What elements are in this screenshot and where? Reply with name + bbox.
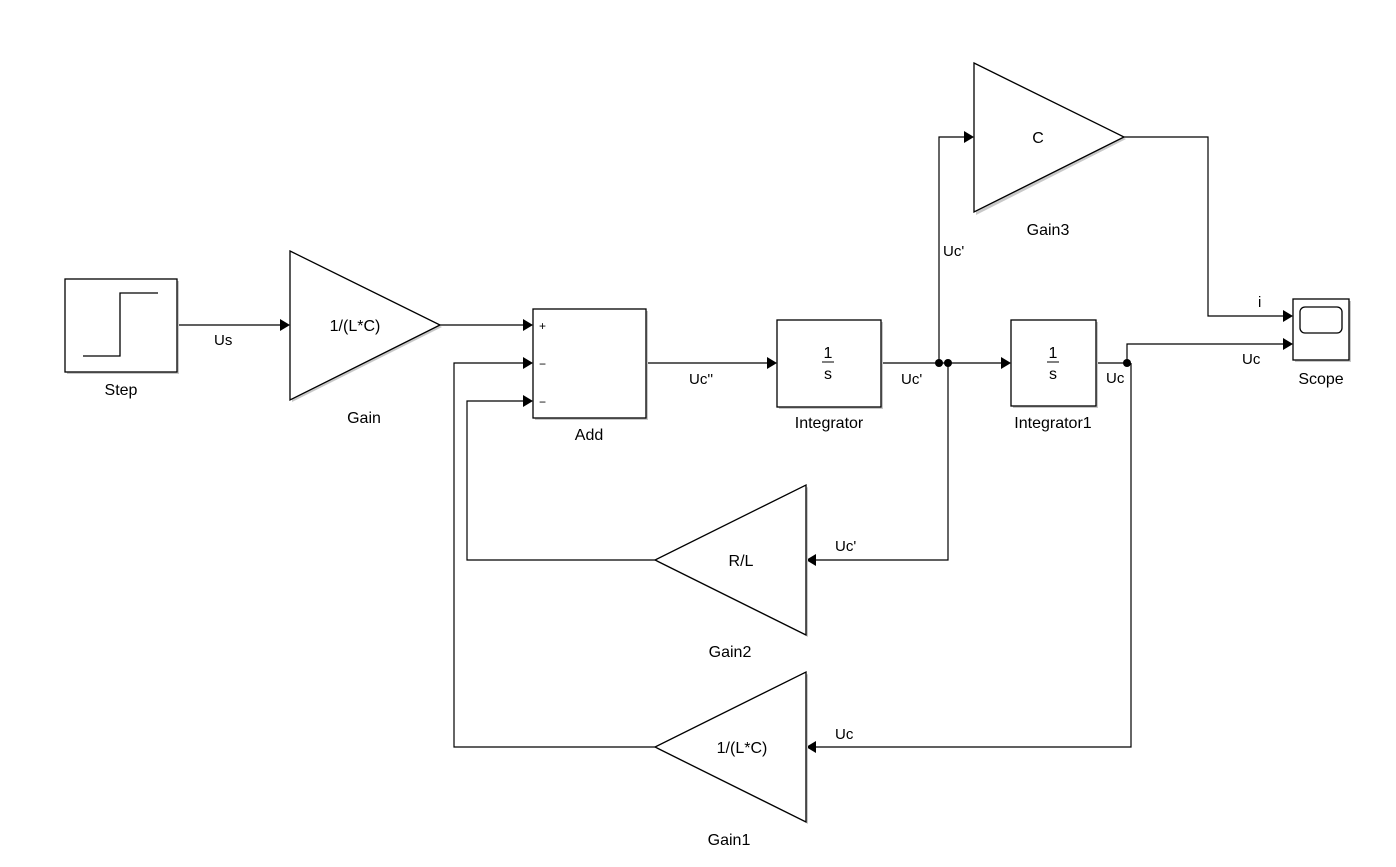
wire-i[interactable]	[1124, 136, 1293, 322]
wire-us[interactable]	[178, 319, 290, 331]
signal-label-ucp-up: Uc'	[943, 243, 964, 260]
branch-point	[935, 359, 943, 367]
integrator1-block[interactable]: 1 s Integrator1	[1010, 319, 1098, 432]
step-function-icon	[83, 292, 158, 357]
block-name-add: Add	[575, 427, 603, 444]
wire-ucp-to-gain2[interactable]	[806, 363, 949, 566]
gain2-block[interactable]: R/L Gain2	[653, 483, 808, 661]
gain1-value: 1/(L*C)	[717, 740, 768, 757]
scope-block[interactable]: Scope	[1292, 298, 1351, 388]
gain1-block[interactable]: 1/(L*C) Gain1	[653, 670, 808, 849]
wire-ucpp[interactable]	[646, 357, 777, 369]
block-name-step: Step	[105, 382, 138, 399]
integrator1-numerator: 1	[1049, 345, 1058, 362]
wire-gain-to-add[interactable]	[440, 319, 533, 331]
signal-label-uc-fb: Uc	[835, 726, 854, 743]
scope-screen-icon	[1299, 306, 1343, 334]
signal-label-i: i	[1258, 294, 1261, 311]
block-name-scope: Scope	[1298, 371, 1343, 388]
integrator-block[interactable]: 1 s Integrator	[776, 319, 883, 432]
gain-block[interactable]: 1/(L*C) Gain	[289, 249, 442, 427]
add-port-sign: −	[539, 357, 546, 371]
block-name-gain: Gain	[347, 410, 381, 427]
signal-label-us: Us	[214, 332, 232, 349]
gain-value: 1/(L*C)	[330, 318, 381, 335]
branch-point	[1123, 359, 1131, 367]
wire-gain1-to-add[interactable]	[453, 357, 655, 748]
signal-label-uc-scope: Uc	[1242, 351, 1261, 368]
gain3-block[interactable]: C Gain3	[973, 61, 1126, 239]
signal-label-uc-main: Uc	[1106, 370, 1125, 387]
add-port-sign: −	[539, 395, 546, 409]
gain3-value: C	[1032, 130, 1044, 147]
branch-point	[944, 359, 952, 367]
block-name-gain2: Gain2	[709, 644, 752, 661]
integrator-denominator: s	[824, 366, 832, 383]
signal-labels: Us Uc'' Uc' Uc' Uc' Uc Uc Uc i	[214, 243, 1261, 743]
wire-ucp-to-gain3[interactable]	[938, 131, 974, 363]
wire-uc-to-scope[interactable]	[1096, 338, 1293, 364]
signal-label-ucp-main: Uc'	[901, 371, 922, 388]
wires	[178, 131, 1293, 753]
block-name-integrator: Integrator	[795, 415, 864, 432]
integrator-numerator: 1	[824, 345, 833, 362]
signal-label-ucp-fb: Uc'	[835, 538, 856, 555]
integrator1-denominator: s	[1049, 366, 1057, 383]
block-name-gain3: Gain3	[1027, 222, 1070, 239]
block-name-integrator1: Integrator1	[1014, 415, 1091, 432]
signal-label-ucpp: Uc''	[689, 371, 713, 388]
block-name-gain1: Gain1	[708, 832, 751, 849]
add-port-sign: +	[539, 319, 546, 333]
gain2-value: R/L	[729, 553, 754, 570]
wire-gain2-to-add[interactable]	[466, 395, 655, 561]
step-block[interactable]: Step	[64, 278, 179, 399]
add-block[interactable]: + − − Add	[532, 308, 648, 444]
wire-uc-to-gain1[interactable]	[806, 363, 1132, 753]
